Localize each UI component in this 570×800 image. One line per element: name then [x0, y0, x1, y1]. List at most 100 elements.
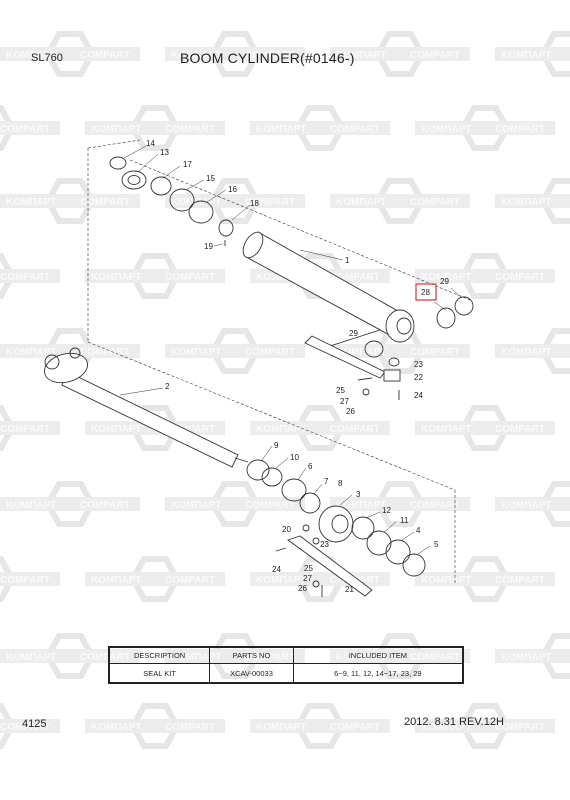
gland — [121, 170, 147, 190]
watermark-tile: KOMПАРТ COMPART — [415, 556, 555, 602]
callout-13: 13 — [160, 148, 169, 157]
cell-parts-no: XCAV-00033 — [209, 663, 294, 684]
callout-24-b1: 24 — [272, 565, 281, 574]
callout-27: 27 — [340, 397, 349, 406]
svg-text:COMPART: COMPART — [330, 272, 380, 283]
svg-text:COMPART: COMPART — [410, 500, 460, 511]
svg-text:KOMПАРТ: KOMПАРТ — [256, 424, 306, 435]
svg-text:KOMПАРТ: KOMПАРТ — [336, 197, 386, 208]
watermark-tile: KOMПАРТ COMPART — [250, 405, 390, 451]
svg-text:KOMПАРТ: KOMПАРТ — [6, 197, 56, 208]
svg-text:KOMПАРТ: KOMПАРТ — [501, 652, 551, 663]
svg-text:KOMПАРТ: KOMПАРТ — [421, 124, 471, 135]
callout-9: 9 — [274, 441, 279, 450]
svg-text:KOMПАРТ: KOMПАРТ — [6, 652, 56, 663]
cylinder-tube — [242, 231, 415, 379]
svg-text:KOMПАРТ: KOMПАРТ — [91, 722, 141, 733]
date-revision: 2012. 8.31 REV.12H — [404, 716, 504, 728]
highlighted-callout-box — [415, 283, 437, 301]
svg-text:KOMПАРТ: KOMПАРТ — [6, 347, 56, 358]
svg-text:KOMПАРТ: KOMПАРТ — [336, 500, 386, 511]
svg-text:KOMПАРТ: KOMПАРТ — [256, 124, 306, 135]
watermark-tile: KOMПАРТ COMPART — [415, 703, 555, 749]
svg-text:COMPART: COMPART — [410, 50, 460, 61]
svg-text:COMPART: COMPART — [330, 424, 380, 435]
svg-text:COMPART: COMPART — [495, 722, 545, 733]
svg-text:KOMПАРТ: KOMПАРТ — [421, 424, 471, 435]
svg-text:COMPART: COMPART — [0, 575, 50, 586]
svg-text:COMPART: COMPART — [245, 500, 295, 511]
svg-text:COMPART: COMPART — [80, 500, 130, 511]
header-included-item: INCLUDED ITEM — [292, 646, 464, 664]
table-row: SEAL KIT XCAV-00033 6~9, 11, 12, 14~17, … — [108, 663, 464, 684]
callout-7: 7 — [324, 477, 329, 486]
svg-text:KOMПАРТ: KOMПАРТ — [6, 50, 56, 61]
svg-text:KOMПАРТ: KOMПАРТ — [421, 722, 471, 733]
callout-23: 23 — [414, 360, 423, 369]
table-header-row: DESCRIPTION PARTS NO INCLUDED ITEM — [108, 646, 464, 664]
watermark-tile: KOMПАРТ COMPART — [165, 481, 305, 527]
svg-text:COMPART: COMPART — [245, 197, 295, 208]
svg-text:COMPART: COMPART — [410, 197, 460, 208]
callout-3: 3 — [356, 490, 361, 499]
watermark-tile: KOMПАРТ COMPART — [85, 703, 225, 749]
svg-text:KOMПАРТ: KOMПАРТ — [171, 347, 221, 358]
svg-text:KOMПАРТ: KOMПАРТ — [171, 50, 221, 61]
svg-text:KOMПАРТ: KOMПАРТ — [91, 272, 141, 283]
callout-2: 2 — [165, 382, 170, 391]
svg-text:COMPART: COMPART — [165, 722, 215, 733]
callout-16: 16 — [228, 185, 237, 194]
callout-22: 22 — [414, 373, 423, 382]
svg-text:KOMПАРТ: KOMПАРТ — [421, 575, 471, 586]
callout-20: 20 — [282, 525, 291, 534]
callout-25: 25 — [336, 386, 345, 395]
callout-26-b4: 26 — [298, 584, 307, 593]
svg-text:COMPART: COMPART — [165, 124, 215, 135]
piston — [318, 505, 354, 543]
watermark-tile: KOMПАРТ COMPART — [0, 481, 140, 527]
callout-8: 8 — [338, 479, 343, 488]
page-number: 4125 — [22, 718, 47, 730]
callout-4: 4 — [416, 526, 421, 535]
svg-text:KOMПАРТ: KOMПАРТ — [171, 500, 221, 511]
svg-text:COMPART: COMPART — [495, 575, 545, 586]
callout-12: 12 — [382, 506, 391, 515]
svg-text:KOMПАРТ: KOMПАРТ — [6, 500, 56, 511]
svg-text:KOMПАРТ: KOMПАРТ — [336, 347, 386, 358]
callout-27-b3: 27 — [303, 574, 312, 583]
callout-25-b2: 25 — [304, 564, 313, 573]
callout-6: 6 — [308, 462, 313, 471]
watermark-tile: KOMПАРТ COMPART — [85, 253, 225, 299]
svg-text:COMPART: COMPART — [165, 424, 215, 435]
assembly-guide-lines — [87, 139, 471, 585]
callout-28: 28 — [421, 288, 430, 297]
svg-text:COMPART: COMPART — [410, 347, 460, 358]
watermark-tile: KOMПАРТ COMPART — [330, 481, 470, 527]
svg-text:COMPART: COMPART — [165, 272, 215, 283]
header-parts-no: PARTS NO — [209, 646, 294, 664]
svg-text:COMPART: COMPART — [0, 272, 50, 283]
svg-text:KOMПАРТ: KOMПАРТ — [501, 500, 551, 511]
callout-17: 17 — [183, 160, 192, 169]
svg-text:KOMПАРТ: KOMПАРТ — [91, 424, 141, 435]
svg-text:COMPART: COMPART — [495, 272, 545, 283]
svg-text:COMPART: COMPART — [330, 722, 380, 733]
piston-rod — [43, 347, 249, 468]
